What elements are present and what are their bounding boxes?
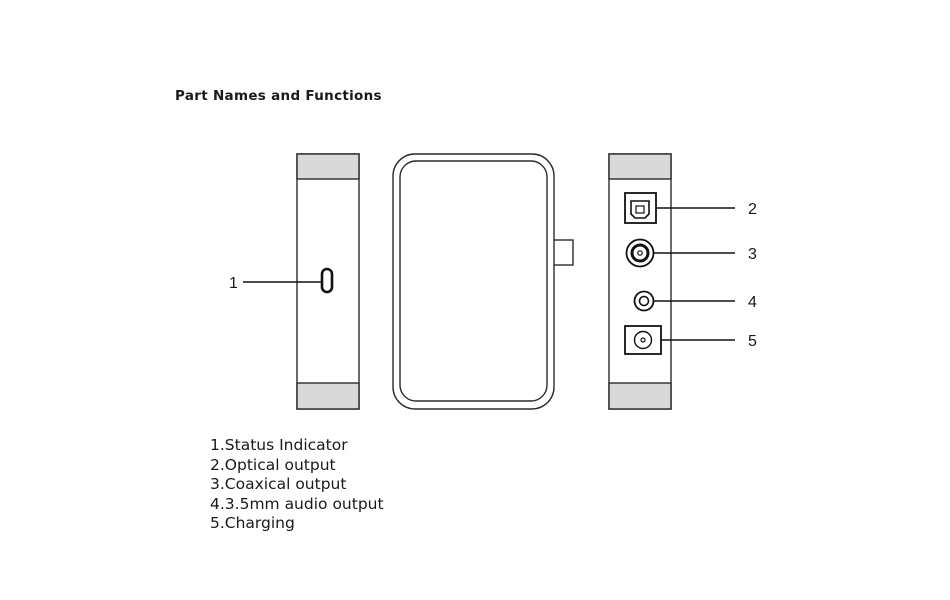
diagram-title: Part Names and Functions	[175, 88, 382, 104]
optical-port-core	[635, 205, 645, 214]
port-view-bottom-band	[608, 382, 672, 410]
port-view-top-band	[608, 153, 672, 180]
audio-port-hole	[638, 295, 650, 307]
callout-5: 5	[748, 333, 757, 350]
callout-3: 3	[748, 246, 757, 263]
legend-item-charging: 5.Charging	[210, 514, 295, 533]
status-indicator-led	[320, 267, 334, 294]
front-view-inner-panel	[399, 160, 548, 402]
callout-2: 2	[748, 201, 757, 218]
charging-port	[624, 325, 662, 355]
audio-35mm-port	[633, 290, 655, 312]
legend-item-optical-output: 2.Optical output	[210, 455, 336, 474]
device-port-view	[608, 153, 672, 410]
charging-port-pin	[640, 337, 646, 343]
coaxial-port	[625, 238, 655, 268]
side-view-bottom-band	[296, 382, 360, 410]
legend-item-status-indicator: 1.Status Indicator	[210, 436, 348, 454]
side-view-top-band	[296, 153, 360, 180]
legend-item-audio-output: 4.3.5mm audio output	[210, 494, 384, 513]
device-front-view	[392, 153, 574, 410]
optical-port	[624, 192, 657, 224]
coaxial-port-center-pin	[637, 250, 643, 256]
leader-lines	[243, 207, 735, 341]
callout-4: 4	[748, 294, 757, 311]
parts-legend: 1.Status Indicator 2.Optical output 3.Co…	[210, 436, 384, 534]
callout-1: 1	[229, 275, 238, 292]
legend-item-coaxical-output: 3.Coaxical output	[210, 475, 347, 494]
